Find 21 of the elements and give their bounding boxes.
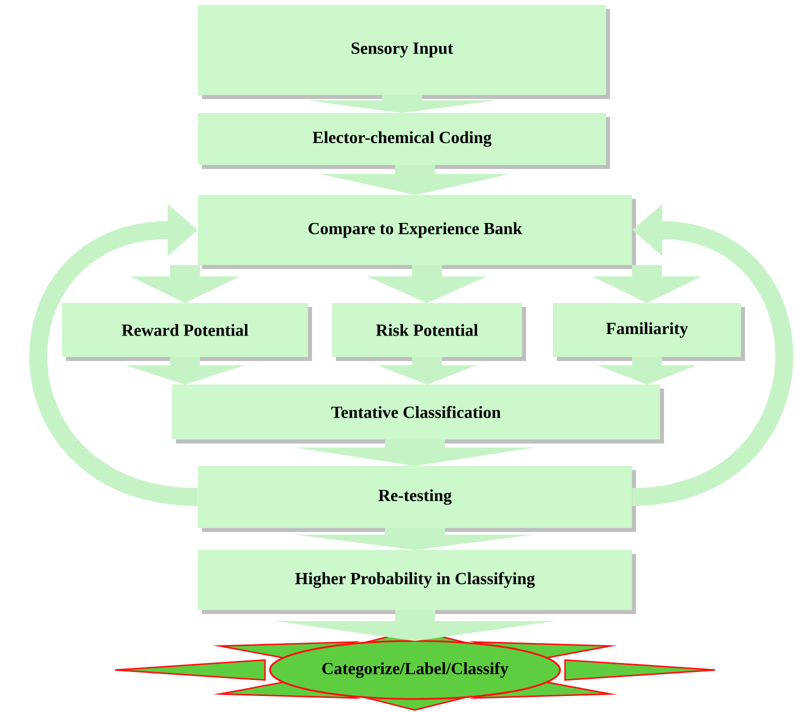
- block-arrow: [377, 357, 477, 384]
- process-box: Elector-chemical Coding: [198, 113, 610, 169]
- process-box: Familiarity: [553, 303, 745, 361]
- process-box: Compare to Experience Bank: [198, 195, 636, 269]
- process-box: Higher Probability in Classifying: [198, 550, 636, 614]
- block-arrow: [275, 610, 555, 641]
- process-box: Reward Potential: [62, 303, 312, 361]
- block-arrow: [320, 165, 510, 195]
- block-arrow: [130, 265, 240, 303]
- process-box: Re-testing: [198, 466, 636, 532]
- block-arrow: [30, 204, 199, 506]
- block-arrow: [307, 95, 497, 113]
- process-box: Tentative Classification: [172, 384, 664, 444]
- block-arrow: [295, 440, 535, 466]
- process-box: Risk Potential: [332, 303, 526, 361]
- block-arrow: [592, 265, 702, 303]
- block-arrow: [367, 265, 487, 303]
- process-box: Sensory Input: [198, 5, 610, 99]
- block-arrow: [597, 357, 697, 384]
- block-arrow: [125, 357, 245, 384]
- block-arrow: [295, 528, 535, 550]
